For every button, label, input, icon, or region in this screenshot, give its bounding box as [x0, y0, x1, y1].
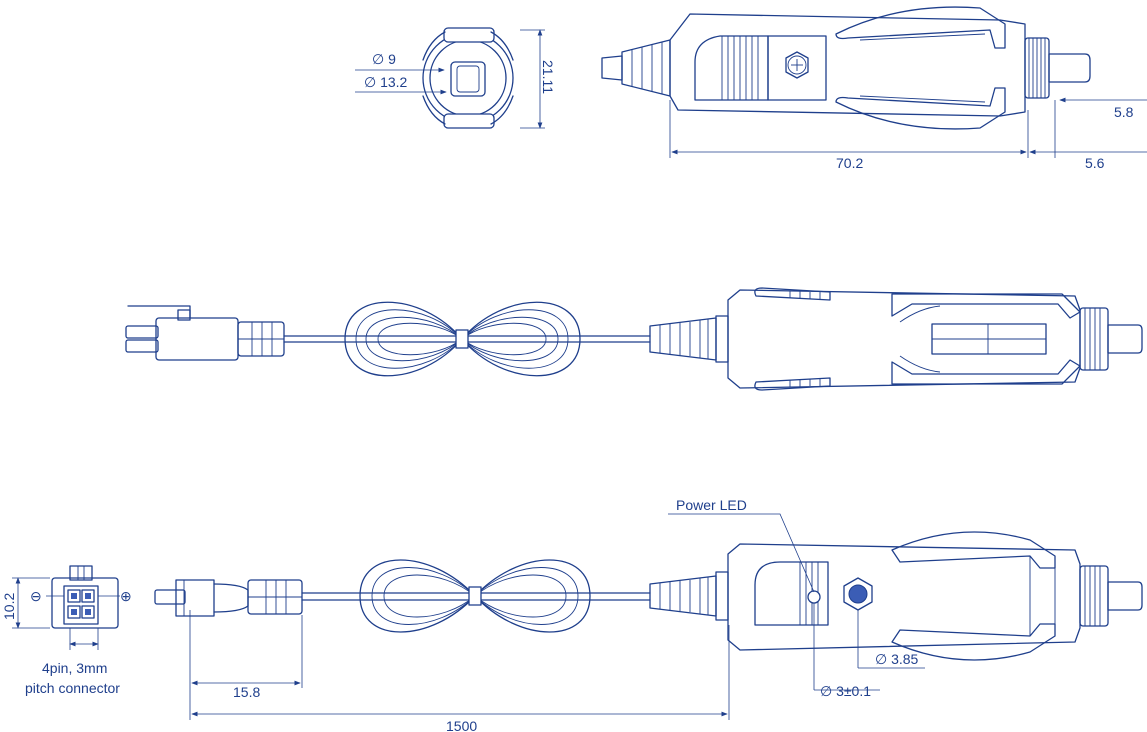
dim-screw-diameter: ∅ 3.85 — [875, 651, 919, 667]
dim-length: 70.2 — [836, 155, 863, 171]
dim-dia-outer: ∅ 13.2 — [364, 74, 408, 90]
dim-plug-length: 15.8 — [233, 684, 260, 700]
dim-height: 21.11 — [540, 60, 556, 94]
connector-minus-symbol: ⊖ — [30, 588, 42, 604]
dim-cable-length: 1500 — [446, 718, 477, 732]
power-led-label: Power LED — [676, 497, 747, 513]
dim-tip-diameter: 5.8 — [1114, 104, 1134, 120]
plug-side-view-top — [601, 6, 1147, 158]
dim-dia-inner: ∅ 9 — [372, 51, 396, 67]
dim-led-diameter: ∅ 3±0.1 — [820, 683, 871, 699]
connector-caption-line2: pitch connector — [25, 680, 120, 696]
dim-connector-height: 10.2 — [1, 593, 17, 620]
end-view — [355, 27, 545, 129]
dim-tip-length: 5.6 — [1085, 155, 1105, 171]
connector-plus-symbol: ⊕ — [120, 588, 132, 604]
connector-caption-line1: 4pin, 3mm — [42, 660, 107, 676]
cable-assembly-middle — [125, 287, 1143, 391]
cable-assembly-bottom — [154, 513, 1143, 720]
connector-face-view — [12, 565, 120, 650]
